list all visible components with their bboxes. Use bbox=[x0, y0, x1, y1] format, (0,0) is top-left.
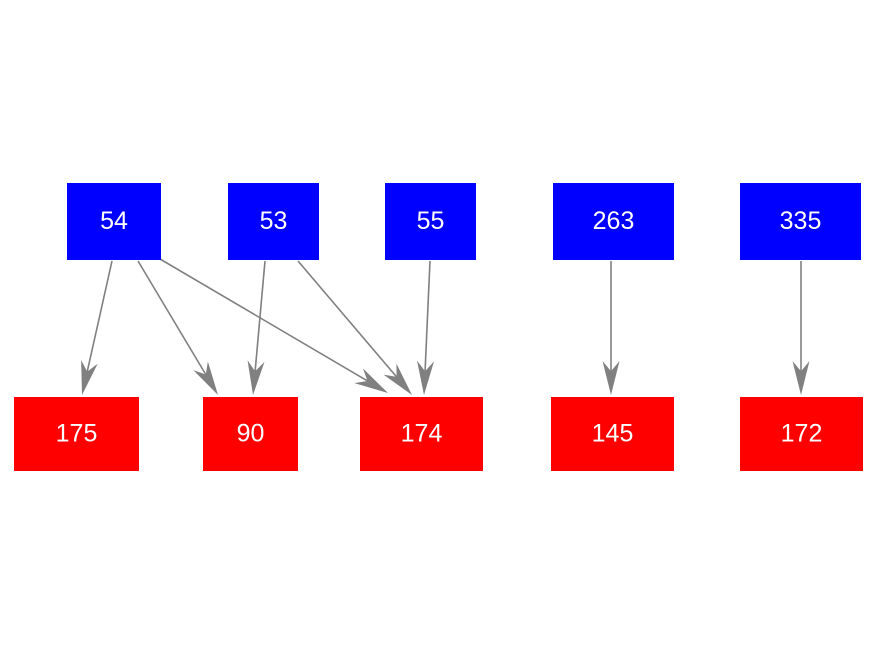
node-label-54: 54 bbox=[100, 207, 128, 235]
edge-line-n54-to-n175 bbox=[85, 260, 113, 375]
edge-arrowhead-n54-to-n90 bbox=[193, 361, 218, 395]
node-box-174[interactable] bbox=[360, 397, 483, 471]
node-box-90[interactable] bbox=[203, 397, 298, 471]
node-335[interactable]: 335 bbox=[740, 183, 861, 260]
node-54[interactable]: 54 bbox=[67, 183, 161, 260]
edge-arrowhead-n263-to-n145 bbox=[602, 361, 620, 395]
edge-line-n55-to-n174 bbox=[424, 260, 431, 374]
node-175[interactable]: 175 bbox=[14, 397, 139, 471]
node-53[interactable]: 53 bbox=[228, 183, 319, 260]
node-label-335: 335 bbox=[780, 207, 822, 235]
node-label-172: 172 bbox=[781, 420, 823, 448]
node-label-263: 263 bbox=[593, 207, 635, 235]
edge-line-n54-to-n90 bbox=[137, 260, 208, 378]
edges-group bbox=[81, 258, 810, 395]
node-90[interactable]: 90 bbox=[203, 397, 298, 471]
nodes-group: 54 53 55 263 335 175 90 174 145 172 bbox=[14, 183, 863, 471]
node-label-175: 175 bbox=[56, 420, 98, 448]
edge-arrowhead-n54-to-n175 bbox=[81, 359, 98, 395]
edge-line-n53-to-n174 bbox=[297, 260, 399, 380]
node-label-55: 55 bbox=[417, 207, 445, 235]
node-box-172[interactable] bbox=[740, 397, 863, 471]
node-label-90: 90 bbox=[237, 420, 265, 448]
node-label-145: 145 bbox=[592, 420, 634, 448]
node-box-335[interactable] bbox=[740, 183, 861, 260]
node-box-55[interactable] bbox=[385, 183, 476, 260]
edge-arrowhead-n335-to-n172 bbox=[792, 361, 810, 395]
edge-arrowhead-n54-to-n174 bbox=[354, 368, 388, 393]
node-55[interactable]: 55 bbox=[385, 183, 476, 260]
node-box-53[interactable] bbox=[228, 183, 319, 260]
edge-arrowhead-n53-to-n90 bbox=[247, 360, 265, 395]
edge-line-n53-to-n90 bbox=[254, 260, 266, 375]
edge-line-n54-to-n174 bbox=[159, 258, 371, 384]
edge-arrowhead-n53-to-n174 bbox=[383, 363, 412, 395]
node-174[interactable]: 174 bbox=[360, 397, 483, 471]
node-box-54[interactable] bbox=[67, 183, 161, 260]
node-box-175[interactable] bbox=[14, 397, 139, 471]
edge-arrowhead-n55-to-n174 bbox=[417, 360, 435, 395]
node-label-53: 53 bbox=[260, 207, 288, 235]
node-145[interactable]: 145 bbox=[551, 397, 674, 471]
node-label-174: 174 bbox=[401, 420, 443, 448]
node-263[interactable]: 263 bbox=[553, 183, 674, 260]
node-172[interactable]: 172 bbox=[740, 397, 863, 471]
node-box-263[interactable] bbox=[553, 183, 674, 260]
node-box-145[interactable] bbox=[551, 397, 674, 471]
